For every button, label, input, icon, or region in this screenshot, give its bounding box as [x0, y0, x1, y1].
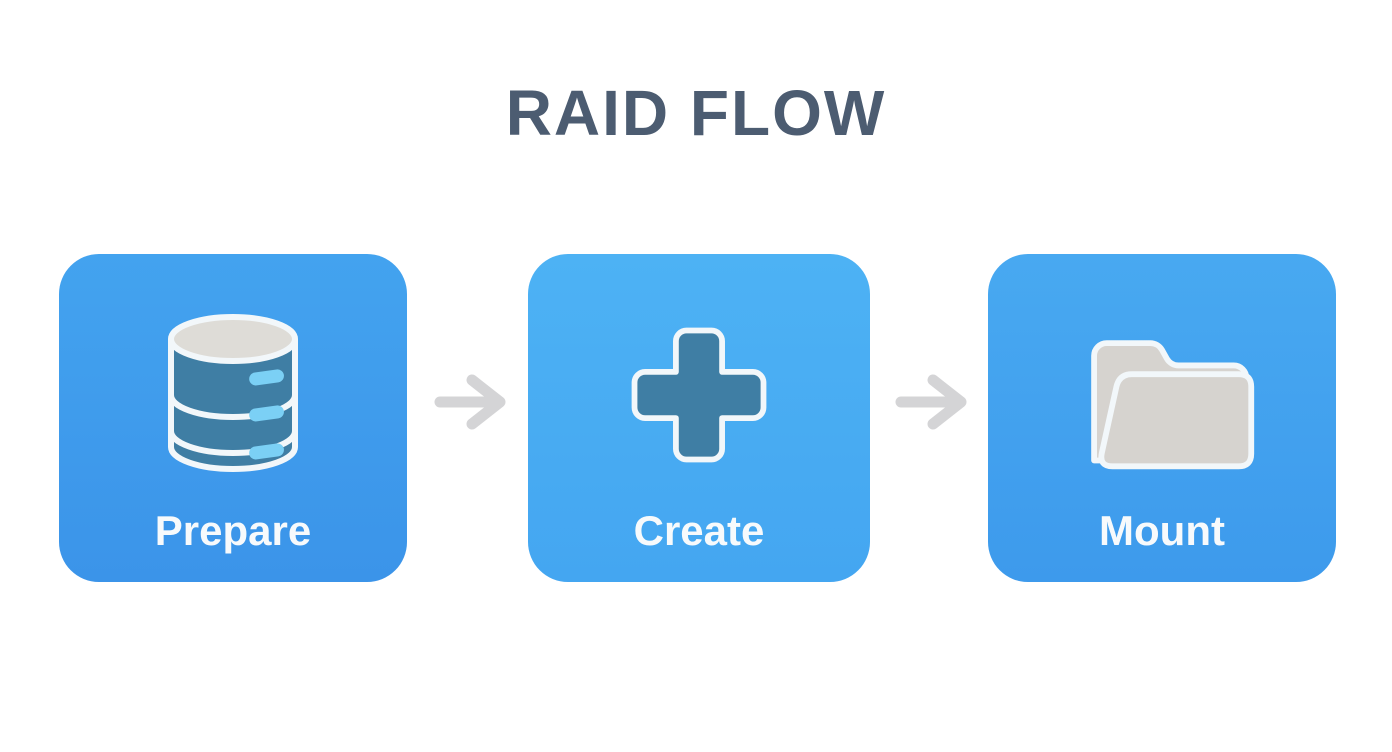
raid-flow-diagram: Prepare Create Mount: [59, 254, 1336, 582]
step-label-mount: Mount: [1099, 507, 1225, 554]
step-card-mount: Mount: [988, 254, 1336, 582]
arrow-right-icon: [434, 374, 506, 430]
step-label-create: Create: [633, 507, 765, 554]
database-icon: [153, 308, 313, 482]
page-title: RAID FLOW: [505, 77, 887, 149]
plus-icon: [622, 308, 776, 482]
folder-icon: [1065, 308, 1259, 482]
step-card-prepare: Prepare: [59, 254, 407, 582]
step-label-prepare: Prepare: [154, 507, 312, 554]
step-card-create: Create: [528, 254, 870, 582]
arrow-right-icon: [895, 374, 967, 430]
